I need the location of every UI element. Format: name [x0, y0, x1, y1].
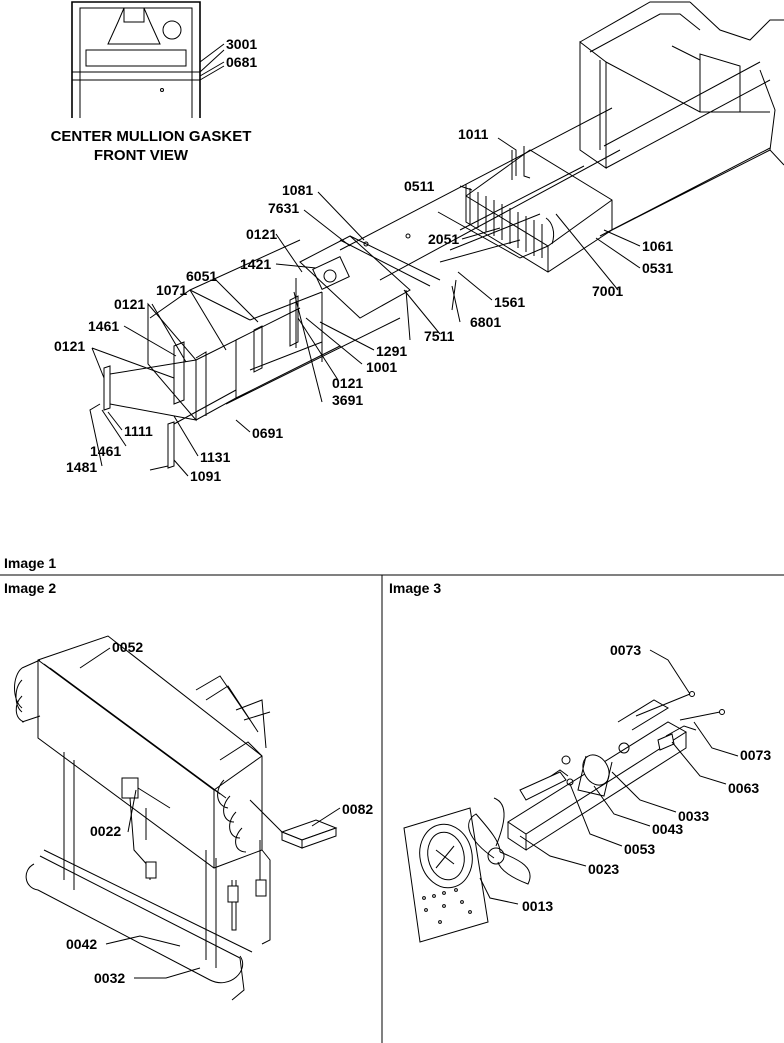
callout-1131: 1131 [200, 449, 231, 465]
image1-leaders [89, 43, 641, 477]
liner-cabinet-drawing [103, 1, 784, 471]
callout-0082: 0082 [342, 801, 373, 817]
image2-callouts: 0052 0022 0082 0042 0032 [66, 639, 373, 986]
callout-0121-d: 0121 [332, 375, 363, 391]
callout-0052: 0052 [112, 639, 143, 655]
section-image2-label: Image 2 [4, 580, 56, 596]
callout-3001: 3001 [226, 36, 257, 52]
callout-1081: 1081 [282, 182, 313, 198]
callout-0013: 0013 [522, 898, 553, 914]
callout-1461-a: 1461 [88, 318, 119, 334]
callout-1111: 1111 [124, 423, 153, 439]
section-image1-label: Image 1 [4, 555, 56, 571]
caption-line-2: FRONT VIEW [94, 147, 189, 164]
callout-0033: 0033 [678, 808, 709, 824]
callout-0043: 0043 [652, 821, 683, 837]
callout-0063: 0063 [728, 780, 759, 796]
callout-0511: 0511 [404, 178, 435, 194]
callout-0121-c: 0121 [54, 338, 85, 354]
callout-0531: 0531 [642, 260, 673, 276]
callout-0032: 0032 [94, 970, 125, 986]
image3-leaders [479, 649, 739, 905]
callout-7511: 7511 [424, 328, 455, 344]
shroud-holes [422, 888, 472, 924]
callout-6051: 6051 [186, 268, 217, 284]
callout-1481: 1481 [66, 459, 97, 475]
fan-assembly-drawing [403, 691, 725, 943]
callout-1011: 1011 [458, 126, 489, 142]
callout-0691: 0691 [252, 425, 283, 441]
image1-callouts: 3001 0681 1011 0511 1081 7631 0121 1421 … [54, 36, 673, 484]
callout-1001: 1001 [366, 359, 397, 375]
callout-0023: 0023 [588, 861, 619, 877]
callout-1561: 1561 [494, 294, 525, 310]
callout-6801: 6801 [470, 314, 501, 330]
callout-0073-a: 0073 [610, 642, 641, 658]
callout-2051: 2051 [428, 231, 459, 247]
caption-line-1: CENTER MULLION GASKET [51, 128, 252, 145]
section-image3-label: Image 3 [389, 580, 441, 596]
callout-7631: 7631 [268, 200, 299, 216]
callout-1461-b: 1461 [90, 443, 121, 459]
callout-0022: 0022 [90, 823, 121, 839]
callout-1291: 1291 [376, 343, 407, 359]
callout-0121-b: 0121 [114, 296, 145, 312]
image3-callouts: 0073 0073 0063 0033 0043 0053 0023 0013 [522, 642, 771, 914]
mullion-gasket-inset: CENTER MULLION GASKET FRONT VIEW [51, 1, 252, 164]
callout-0681: 0681 [226, 54, 257, 70]
evaporator-drawing [14, 635, 338, 1001]
callout-1091: 1091 [190, 468, 221, 484]
callout-7001: 7001 [592, 283, 623, 299]
callout-0073-b: 0073 [740, 747, 771, 763]
callout-1071: 1071 [156, 282, 187, 298]
callout-0053: 0053 [624, 841, 655, 857]
callout-3691: 3691 [332, 392, 363, 408]
callout-1421: 1421 [240, 256, 271, 272]
callout-0042: 0042 [66, 936, 97, 952]
image2-leaders [79, 647, 341, 979]
callout-0121-a: 0121 [246, 226, 277, 242]
callout-1061: 1061 [642, 238, 673, 254]
